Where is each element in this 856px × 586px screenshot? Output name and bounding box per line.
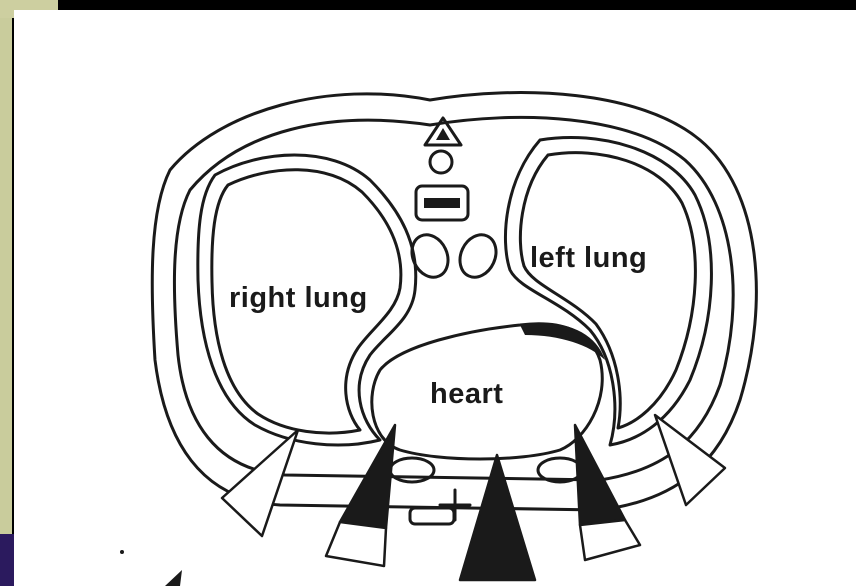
right-vessel — [453, 229, 502, 283]
left-lung-outline — [505, 137, 711, 445]
sternum-dot — [436, 128, 450, 140]
lower-tick — [440, 490, 470, 520]
probe-center — [460, 455, 535, 580]
heart-shading — [520, 323, 605, 360]
lower-small-rect — [410, 508, 454, 524]
probe-left-base — [326, 522, 386, 566]
right-lung-label: right lung — [229, 282, 368, 315]
left-vessel — [405, 229, 454, 283]
probe-right-black — [575, 425, 625, 525]
vertebra-shading — [424, 198, 460, 208]
left-lung-inner — [520, 153, 695, 428]
left-lung-label: left lung — [530, 242, 647, 275]
trachea-circle — [430, 151, 452, 173]
probe-right-base — [580, 520, 640, 560]
heart-label: heart — [430, 378, 503, 411]
stray-dot — [120, 550, 124, 554]
probe-far-left — [222, 430, 298, 536]
stray-arrow — [165, 570, 182, 586]
